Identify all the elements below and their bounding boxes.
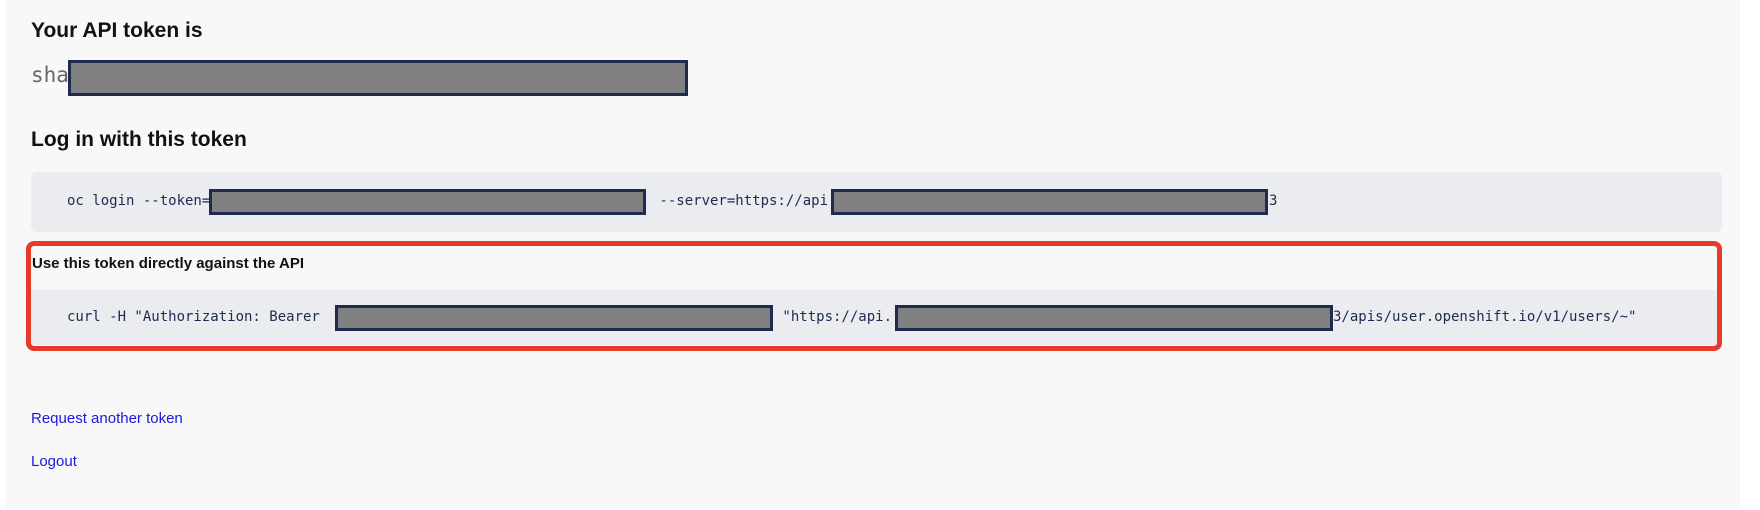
logout-link[interactable]: Logout [31,453,77,470]
login-command-part3: 3 [1269,193,1278,209]
api-server-redaction [895,305,1333,331]
api-command-part3: 3/apis/user.openshift.io/v1/users/~" [1333,309,1637,325]
login-command-part2: --server=https://api. [651,193,837,209]
login-heading: Log in with this token [31,128,247,151]
request-another-token-link[interactable]: Request another token [31,410,183,427]
token-prefix: sha [31,63,69,87]
login-command-part1: oc login --token= [67,193,211,209]
api-command-part1: curl -H "Authorization: Bearer [67,309,329,325]
api-token-redaction [335,305,773,331]
login-token-redaction [209,189,646,215]
api-command-part2: "https://api. [774,309,893,325]
token-heading: Your API token is [31,19,203,42]
api-command-block[interactable]: curl -H "Authorization: Bearer "https://… [31,290,1717,345]
api-heading: Use this token directly against the API [32,255,305,272]
token-redaction [68,60,688,96]
login-server-redaction [831,189,1268,215]
